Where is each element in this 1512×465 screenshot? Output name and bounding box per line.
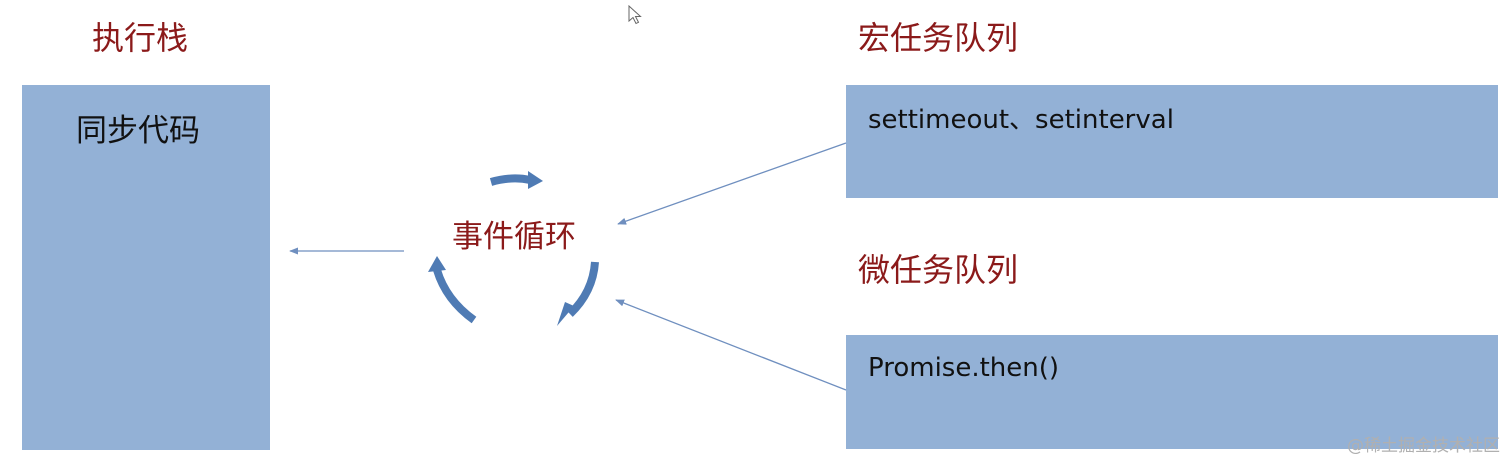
micro-to-loop-arrow — [615, 299, 847, 391]
execution-stack-heading: 执行栈 — [92, 19, 189, 57]
loop-arc-right — [567, 261, 599, 317]
macro-task-queue-heading: 宏任务队列 — [858, 19, 1019, 57]
execution-stack-box: 同步代码 — [22, 85, 270, 450]
event-loop-cycle-icon — [428, 171, 599, 326]
loop-arc-left — [433, 268, 477, 324]
micro-task-queue-content: Promise.then() — [868, 353, 1060, 383]
execution-stack-content: 同步代码 — [76, 113, 200, 149]
event-loop-label: 事件循环 — [452, 219, 576, 255]
loop-arrowhead-left — [428, 256, 446, 272]
macro-to-loop-arrow — [617, 142, 847, 225]
loop-arrowhead-top — [528, 171, 543, 189]
micro-task-queue-heading: 微任务队列 — [858, 251, 1019, 289]
macro-task-queue-content: settimeout、setinterval — [868, 105, 1174, 135]
micro-task-queue-box: Promise.then() — [846, 335, 1498, 449]
watermark-text: @稀土掘金技术社区 — [1347, 436, 1500, 456]
loop-arc-top — [489, 174, 531, 186]
macro-task-queue-box: settimeout、setinterval — [846, 85, 1498, 198]
loop-arrowhead-right — [557, 302, 574, 326]
mouse-pointer-icon — [628, 5, 642, 25]
